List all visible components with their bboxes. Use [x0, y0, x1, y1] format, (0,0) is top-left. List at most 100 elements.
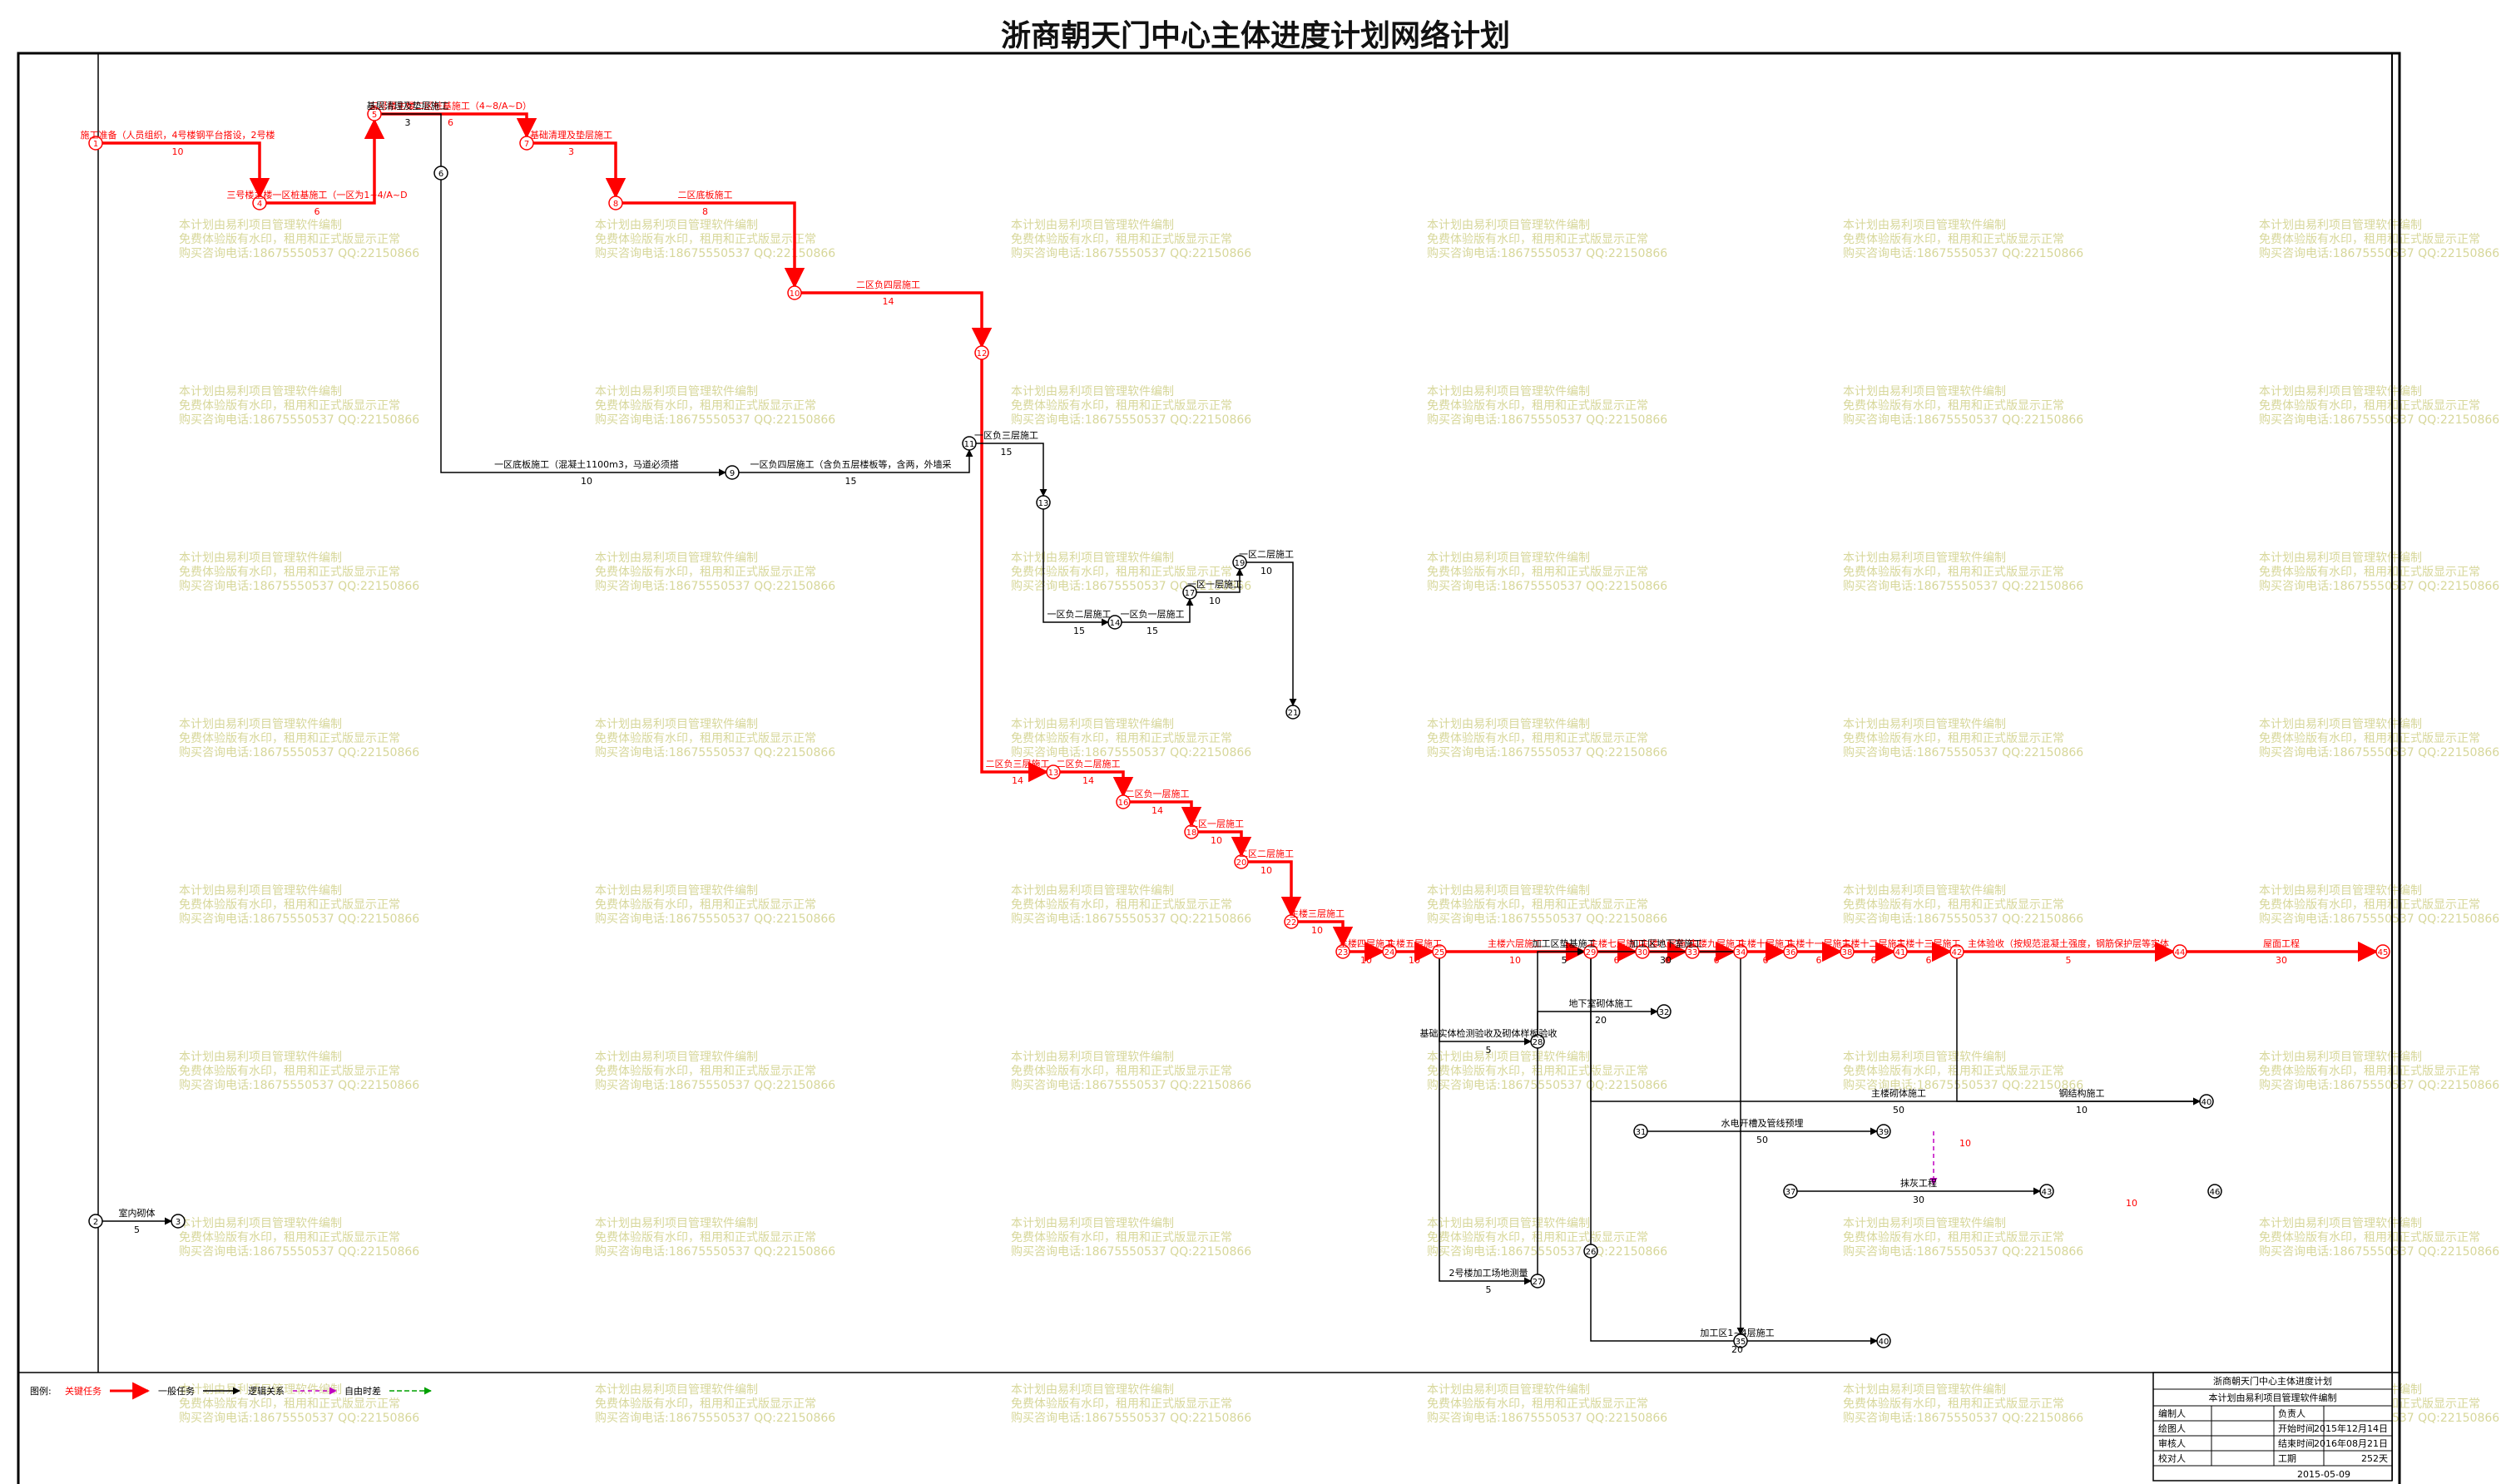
watermark-text: 本计划由易利项目管理软件编制 — [1427, 219, 1590, 232]
event-node: 35 — [1733, 1333, 1748, 1348]
watermark-text: 免费体验版有水印，租用和正式版显示正常 — [595, 566, 816, 579]
activity-name: 二区一层施工 — [1189, 819, 1244, 829]
watermark-text: 购买咨询电话:18675550537 QQ:22150866 — [179, 746, 419, 759]
watermark-text: 购买咨询电话:18675550537 QQ:22150866 — [179, 413, 419, 427]
event-node-number: 41 — [1895, 948, 1906, 957]
event-node-circle — [1583, 944, 1598, 959]
info-key: 工期 — [2278, 1453, 2296, 1464]
watermark-text: 免费体验版有水印，租用和正式版显示正常 — [1011, 1397, 1232, 1411]
watermark-text: 免费体验版有水印，租用和正式版显示正常 — [2259, 399, 2480, 413]
activity-name: 一区负二层施工 — [1047, 608, 1112, 620]
watermark-text: 免费体验版有水印，租用和正式版显示正常 — [1427, 1397, 1648, 1411]
activity-arrow — [1537, 947, 1585, 1274]
event-node-circle — [1635, 944, 1650, 959]
event-node-circle — [367, 106, 382, 121]
event-node-circle — [171, 1214, 186, 1229]
activity-duration: 20 — [1595, 1015, 1607, 1026]
event-node: 10 — [787, 285, 802, 300]
activity-duration: 10 — [1409, 955, 1420, 966]
watermark-text: 本计划由易利项目管理软件编制 — [1427, 1217, 1590, 1230]
event-node: 24 — [1382, 944, 1397, 959]
watermark-text: 购买咨询电话:18675550537 QQ:22150866 — [179, 1245, 419, 1259]
event-node: 28 — [1530, 1034, 1545, 1049]
event-node: 42 — [1949, 944, 1964, 959]
info-key: 负责人 — [2278, 1407, 2305, 1419]
activity-name: 施工准备（人员组织，4号楼钢平台搭设，2号楼 — [81, 129, 275, 141]
event-node-circle — [1783, 1184, 1798, 1199]
legend-logic: 逻辑关系 — [248, 1385, 285, 1397]
event-node-number: 40 — [2201, 1098, 2212, 1107]
watermark-text: 本计划由易利项目管理软件编制 — [2259, 219, 2422, 232]
activity-name: 一区一层施工 — [1187, 579, 1242, 590]
watermark-text: 本计划由易利项目管理软件编制 — [179, 219, 342, 232]
watermark-text: 免费体验版有水印，租用和正式版显示正常 — [1011, 399, 1232, 413]
event-node-number: 10 — [790, 289, 800, 299]
event-node-number: 22 — [1286, 918, 1297, 928]
legend-float: 自由时差 — [344, 1385, 381, 1397]
event-node-number: 37 — [1785, 1188, 1796, 1197]
activity-duration: 10 — [1260, 865, 1272, 876]
float-label: 10 — [1959, 1138, 1971, 1149]
activity-name: 一区底板施工（混凝土1100m3，马道必须搭 — [494, 458, 679, 470]
activity-duration: 5 — [2066, 955, 2072, 966]
event-node-number: 40 — [1879, 1338, 1889, 1347]
activity-name: 三号楼主楼一区桩基施工（一区为1~4/A~D — [226, 189, 407, 200]
watermark-text: 本计划由易利项目管理软件编制 — [1011, 1051, 1174, 1064]
watermark-text: 本计划由易利项目管理软件编制 — [179, 385, 342, 398]
event-node: 20 — [1234, 854, 1249, 869]
activity-name: 一区负四层施工（含负五层楼板等，含两，外墙采 — [750, 458, 952, 470]
event-node-circle — [787, 285, 802, 300]
event-node-circle — [1046, 764, 1061, 779]
watermark-text: 免费体验版有水印，租用和正式版显示正常 — [179, 1231, 400, 1244]
watermark-text: 本计划由易利项目管理软件编制 — [1011, 219, 1174, 232]
event-node-number: 18 — [1186, 829, 1197, 838]
watermark-text: 购买咨询电话:18675550537 QQ:22150866 — [179, 1412, 419, 1425]
activity-duration: 5 — [1486, 1284, 1492, 1295]
activity-duration: 20 — [1731, 1344, 1743, 1355]
event-node: 31 — [1633, 1124, 1648, 1139]
activity-name: 屋面工程 — [2263, 938, 2300, 949]
activity-name: 加工区地下室施工 — [1629, 937, 1702, 949]
watermark-text: 本计划由易利项目管理软件编制 — [1843, 1051, 2006, 1064]
event-node: 33 — [1685, 944, 1700, 959]
info-date: 2015-05-09 — [2297, 1469, 2350, 1480]
activity-duration: 50 — [1893, 1105, 1904, 1115]
watermark-text: 免费体验版有水印，租用和正式版显示正常 — [1011, 233, 1232, 246]
event-node: 12 — [974, 345, 989, 360]
event-node: 36 — [1783, 944, 1798, 959]
event-node: 23 — [1335, 944, 1350, 959]
activity-duration: 3 — [405, 117, 411, 128]
watermark-text: 购买咨询电话:18675550537 QQ:22150866 — [1427, 913, 1667, 926]
event-node: 45 — [2375, 944, 2390, 959]
event-node-number: 6 — [438, 170, 443, 179]
watermark-text: 购买咨询电话:18675550537 QQ:22150866 — [179, 580, 419, 593]
watermark-text: 购买咨询电话:18675550537 QQ:22150866 — [1011, 1245, 1251, 1259]
event-node-circle — [1733, 944, 1748, 959]
activity-name: 2号楼加工场地测量 — [1449, 1267, 1528, 1279]
event-node-number: 43 — [2042, 1188, 2053, 1197]
watermark-text: 本计划由易利项目管理软件编制 — [1843, 718, 2006, 731]
watermark-text: 免费体验版有水印，租用和正式版显示正常 — [1011, 566, 1232, 579]
activity-name: 主楼四层施工 — [1339, 937, 1394, 949]
event-node: 13 — [1036, 495, 1051, 510]
activity-duration: 5 — [134, 1224, 140, 1235]
watermark-text: 购买咨询电话:18675550537 QQ:22150866 — [1843, 580, 2083, 593]
info-key: 绘图人 — [2158, 1422, 2186, 1434]
watermark-text: 购买咨询电话:18675550537 QQ:22150866 — [595, 746, 835, 759]
event-node: 18 — [1184, 824, 1199, 839]
watermark-text: 本计划由易利项目管理软件编制 — [595, 718, 758, 731]
event-node-number: 2 — [93, 1218, 98, 1227]
event-node-number: 27 — [1533, 1278, 1543, 1287]
event-node: 13 — [1046, 764, 1061, 779]
activity-name: 一区负一层施工 — [1121, 608, 1185, 620]
event-node: 22 — [1284, 914, 1299, 929]
activity-name: 主楼五层施工 — [1387, 937, 1442, 949]
activity-duration: 10 — [1260, 566, 1272, 576]
event-node-circle — [1530, 1034, 1545, 1049]
activity-duration: 30 — [1660, 955, 1672, 966]
activity-arrow — [1196, 568, 1244, 593]
event-node: 25 — [1432, 944, 1447, 959]
event-node-circle — [608, 195, 623, 210]
watermark-text: 本计划由易利项目管理软件编制 — [595, 219, 758, 232]
